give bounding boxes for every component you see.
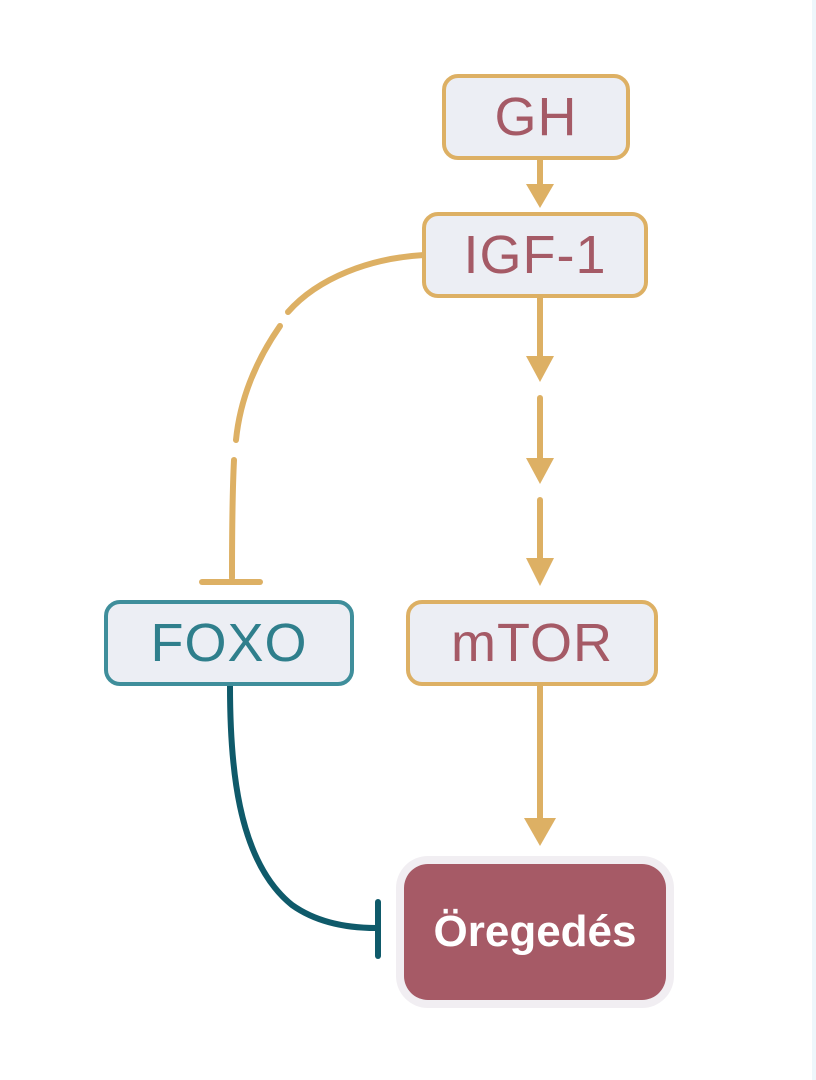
node-aging: Öregedés: [404, 864, 666, 1000]
edge-foxo-aging: [227, 683, 381, 959]
edge-igf1-foxo: [199, 252, 427, 585]
node-gh: GH: [442, 74, 630, 160]
node-gh-label: GH: [494, 87, 578, 147]
right-edge-strip: [812, 0, 816, 1080]
node-foxo-label: FOXO: [150, 613, 308, 673]
node-igf1-label: IGF-1: [463, 225, 607, 285]
node-igf1: IGF-1: [422, 212, 648, 298]
edge-mtor-aging: [524, 683, 556, 846]
edge-gh-igf1: [526, 157, 554, 208]
node-aging-label: Öregedés: [433, 907, 637, 956]
node-mtor-label: mTOR: [451, 613, 613, 673]
node-foxo: FOXO: [104, 600, 354, 686]
node-mtor: mTOR: [406, 600, 658, 686]
edge-igf1-mtor: [526, 295, 554, 586]
